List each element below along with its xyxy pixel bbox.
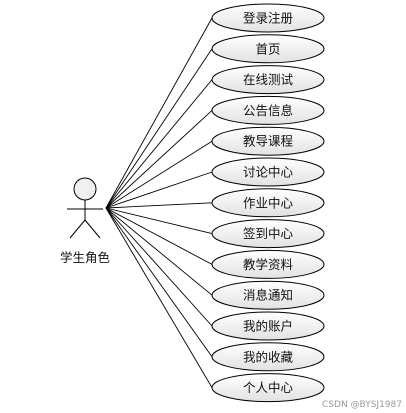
use-case: 登录注册 [211, 3, 325, 33]
use-case-label: 我的收藏 [243, 349, 294, 364]
use-case-ellipse [211, 126, 325, 156]
use-case: 在线测试 [211, 65, 325, 95]
use-case: 个人中心 [211, 373, 325, 403]
use-case-label: 在线测试 [243, 72, 294, 87]
student-actor: 学生角色 [60, 177, 111, 265]
actor-label: 学生角色 [60, 250, 111, 265]
use-case-ellipse [211, 95, 325, 125]
use-case-label: 个人中心 [243, 380, 294, 395]
association-line [105, 171, 213, 209]
use-case-ellipse [211, 157, 325, 187]
use-case-ellipse [211, 280, 325, 310]
use-case-label: 作业中心 [243, 195, 294, 210]
use-case-ellipse [211, 311, 325, 341]
association-line [105, 207, 213, 358]
association-line [105, 110, 213, 209]
watermark: CSDN @BYSJ1987 [322, 400, 402, 410]
use-case: 公告信息 [211, 95, 325, 125]
association-line [105, 79, 213, 209]
association-line [105, 202, 213, 209]
use-case-label: 讨论中心 [243, 165, 294, 180]
use-case-ellipse [211, 342, 325, 372]
use-case-label: 教学资料 [243, 257, 294, 272]
use-case-label: 签到中心 [243, 226, 294, 241]
use-case: 消息通知 [211, 280, 325, 310]
association-line [105, 17, 213, 209]
association-line [105, 207, 213, 235]
actor-right-leg [84, 219, 101, 239]
use-case-label: 公告信息 [243, 103, 293, 118]
use-case: 我的收藏 [211, 342, 325, 372]
association-line [105, 207, 213, 265]
association-line [105, 140, 213, 209]
use-case: 教学资料 [211, 249, 325, 279]
use-case-ellipse [211, 34, 325, 64]
use-case-label: 消息通知 [243, 288, 293, 303]
use-case-label: 教导课程 [243, 134, 294, 149]
association-lines [105, 17, 213, 388]
use-case-list: 登录注册首页在线测试公告信息教导课程讨论中心作业中心签到中心教学资料消息通知我的… [211, 3, 325, 403]
use-case-ellipse [211, 219, 325, 249]
use-case-ellipse [211, 65, 325, 95]
association-line [105, 48, 213, 209]
use-case-label: 登录注册 [243, 11, 293, 26]
association-line [105, 207, 213, 388]
use-case: 教导课程 [211, 126, 325, 156]
use-case: 讨论中心 [211, 157, 325, 187]
use-case-ellipse [211, 3, 325, 33]
use-case: 签到中心 [211, 219, 325, 249]
association-line [105, 207, 213, 327]
use-case-label: 首页 [255, 41, 280, 56]
use-case: 作业中心 [211, 188, 325, 218]
use-case-ellipse [211, 188, 325, 218]
actor-head [73, 177, 97, 201]
actor-left-leg [69, 219, 86, 239]
use-case-label: 我的账户 [243, 319, 293, 334]
use-case: 我的账户 [211, 311, 325, 341]
use-case: 首页 [211, 34, 325, 64]
use-case-ellipse [211, 373, 325, 403]
use-case-ellipse [211, 249, 325, 279]
association-line [105, 207, 213, 296]
